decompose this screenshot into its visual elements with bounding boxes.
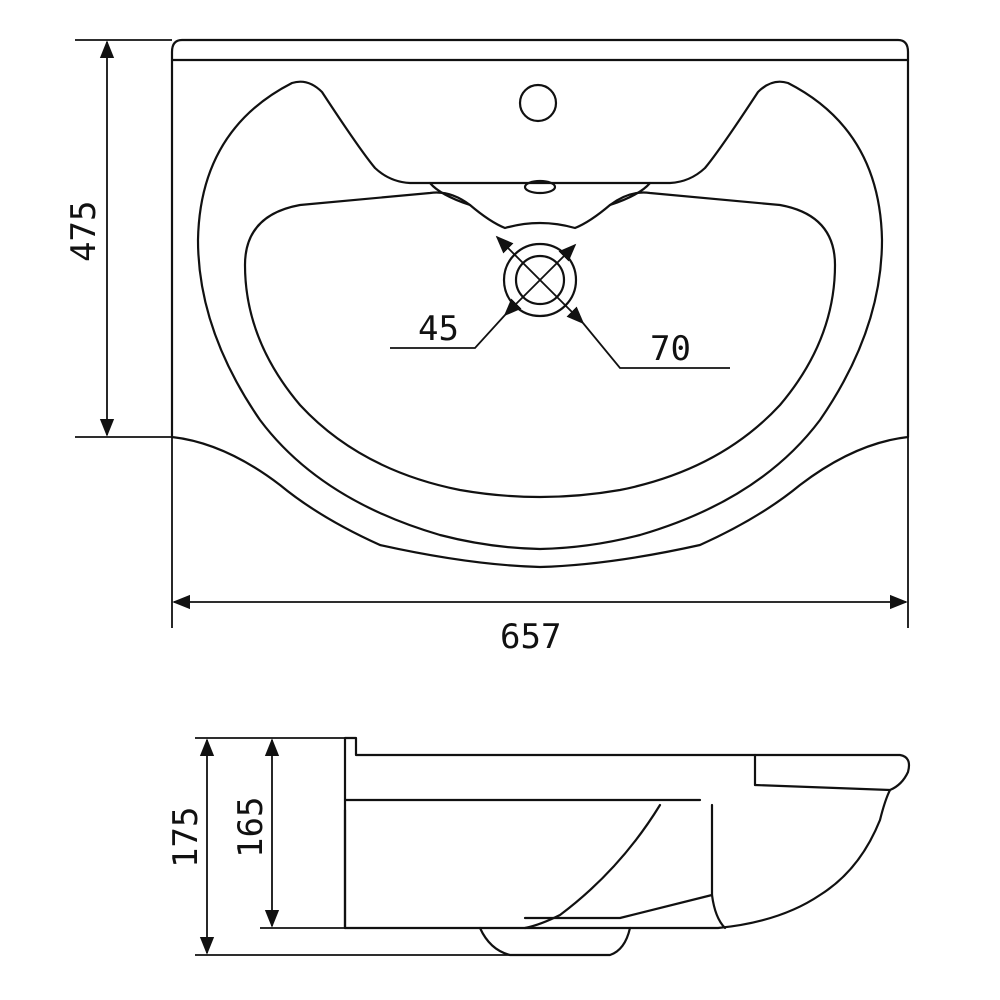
overflow-slot	[523, 179, 557, 195]
side-view: 175 165	[166, 736, 911, 957]
bowl-outer-rim	[196, 80, 884, 551]
faucet-deck-right	[608, 181, 652, 207]
depth-label: 475	[64, 201, 104, 262]
side-rim-top	[753, 783, 892, 792]
drain-45-leader	[390, 314, 506, 349]
bowl-height-label: 165	[231, 797, 271, 858]
basin-outer-outline	[170, 38, 910, 569]
faucet-deck-left	[428, 181, 472, 207]
drain-70-leader	[582, 322, 730, 369]
faucet-hole	[518, 83, 558, 123]
side-bowl-inner	[343, 803, 662, 930]
drain-diameter-label: 45	[418, 309, 459, 349]
side-outer-profile	[343, 736, 911, 957]
drain-70-dim-line	[495, 235, 585, 325]
drain-outer-label: 70	[650, 329, 691, 369]
side-bowl-cut	[710, 803, 727, 930]
width-label: 657	[500, 617, 561, 657]
side-bowl-lower	[523, 893, 714, 920]
top-view: 45 70 475 657	[64, 38, 910, 657]
bowl-inner-edge	[243, 191, 837, 499]
total-height-label: 175	[166, 807, 206, 868]
